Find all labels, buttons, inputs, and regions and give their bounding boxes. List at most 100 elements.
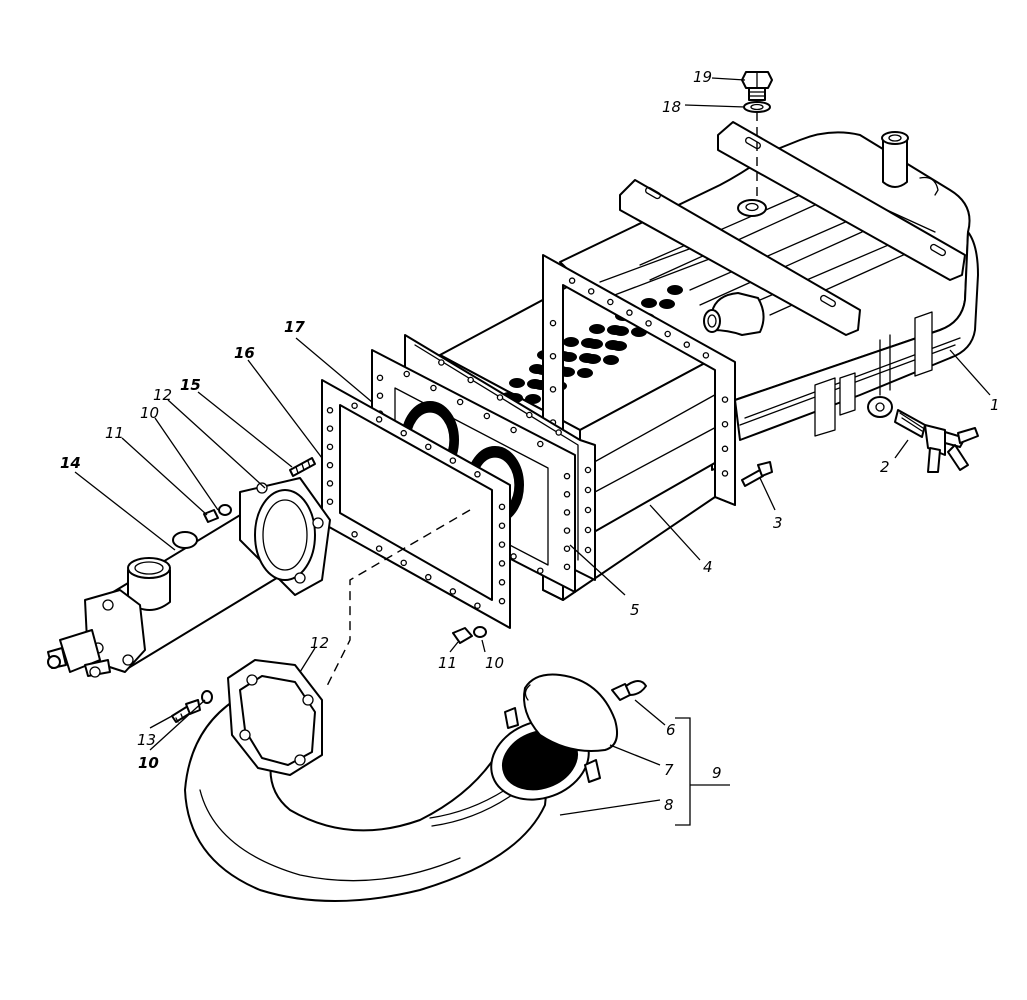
bolt-hole [449, 457, 457, 464]
nut-center [452, 627, 473, 644]
bolt-hole [456, 398, 464, 406]
tube-hole [641, 298, 657, 308]
bolt-hole [568, 277, 576, 284]
tube-hole [585, 354, 601, 364]
bolt-hole [537, 567, 544, 574]
bolt-hole [326, 443, 334, 451]
bolt-hole [584, 466, 592, 474]
bolt-hole [376, 392, 384, 399]
bolt-hole [375, 545, 383, 552]
washer-upper [218, 504, 232, 516]
assembly-axis-elbow [324, 509, 471, 691]
bolt-hole [563, 563, 571, 571]
bolt-hole [664, 330, 671, 338]
bolt-hole [498, 503, 506, 511]
bolt-hole [376, 374, 384, 382]
bolt-hole [510, 426, 517, 434]
exhaust-elbow [184, 699, 549, 902]
bolt-hole [474, 602, 481, 609]
callout-16: 16 [234, 344, 255, 362]
callout-8: 8 [664, 796, 674, 814]
bolt-hole [326, 480, 334, 487]
bolt-hole [375, 416, 383, 423]
callout-15: 15 [180, 376, 201, 394]
filler-plug [741, 71, 773, 101]
bolt-hole [563, 472, 571, 480]
callout-3: 3 [773, 514, 783, 532]
callout-9: 9 [712, 764, 722, 782]
bolt-hole [563, 527, 571, 534]
tube-hole [587, 339, 603, 349]
bolt-hole [430, 384, 437, 392]
bolt-hole [425, 443, 432, 451]
bolt-hole [555, 429, 562, 436]
bolt-hole [425, 573, 432, 581]
bolt-hole [400, 559, 407, 567]
callout-4: 4 [703, 558, 713, 576]
bolt-hole [326, 425, 334, 432]
bolt-hole [326, 498, 334, 505]
drain-cock [867, 396, 979, 473]
bolt-hole [683, 341, 691, 348]
bolt-hole [721, 470, 729, 477]
callout-14: 14 [60, 454, 81, 472]
outlet-cover [523, 673, 618, 752]
bolt-hole [549, 319, 557, 327]
tube-hole [525, 394, 541, 404]
bolt-hole [626, 309, 633, 316]
bolt-hole [326, 461, 334, 469]
tube-hole [611, 341, 627, 351]
bolt-hole [721, 420, 729, 428]
bolt-hole [498, 560, 506, 567]
elbow-outlet [703, 292, 765, 336]
callout-2: 2 [880, 458, 890, 476]
tube-plate-flange [542, 254, 736, 601]
callout-10-center: 10 [485, 654, 504, 672]
tube-hole [561, 352, 577, 362]
tube-hole [603, 355, 619, 365]
elbow-flange [227, 659, 323, 776]
tube-hole [577, 368, 593, 378]
bolt-hole [584, 506, 592, 514]
callout-18: 18 [662, 98, 681, 116]
tube-hole [613, 326, 629, 336]
bolt-hole [326, 407, 334, 414]
callout-7: 7 [664, 761, 674, 779]
tube-hole [659, 299, 675, 309]
bolt-hole [549, 386, 557, 393]
bolt-hole [607, 298, 614, 306]
bolt-hole [563, 509, 571, 516]
tube-hole [509, 378, 525, 388]
callout-19: 19 [693, 68, 712, 86]
callout-10-upper: 10 [140, 404, 159, 422]
sealing-washer [743, 101, 771, 113]
bolt-hole [510, 553, 517, 560]
bolt-hole [351, 402, 358, 409]
callout-13: 13 [137, 731, 156, 749]
bolt-hole [498, 597, 506, 605]
bolt-hole [449, 588, 457, 595]
bolt-hole [587, 288, 595, 295]
burner-tube [47, 477, 331, 678]
bolt-hole [584, 526, 592, 534]
stud-bolt [289, 457, 316, 477]
outlet-studs [504, 707, 601, 783]
callout-1: 1 [990, 396, 1000, 414]
drain-boss [737, 199, 767, 217]
bolt-hole [721, 445, 729, 453]
callout-11-center: 11 [438, 654, 457, 672]
bolt-hole [498, 541, 506, 548]
callout-12-lower: 12 [310, 634, 329, 652]
bolt-hole [537, 440, 544, 448]
bolt-hole [474, 471, 481, 478]
bolt-hole [403, 370, 410, 378]
callout-11-upper: 11 [105, 424, 124, 442]
bolt-hole [400, 429, 407, 437]
bolt-hole [467, 376, 474, 384]
callout-5: 5 [630, 601, 640, 619]
flange-bolt [171, 699, 201, 723]
wing-nut [611, 680, 647, 701]
bolt-hole [438, 359, 445, 366]
bolt-hole [498, 522, 506, 529]
